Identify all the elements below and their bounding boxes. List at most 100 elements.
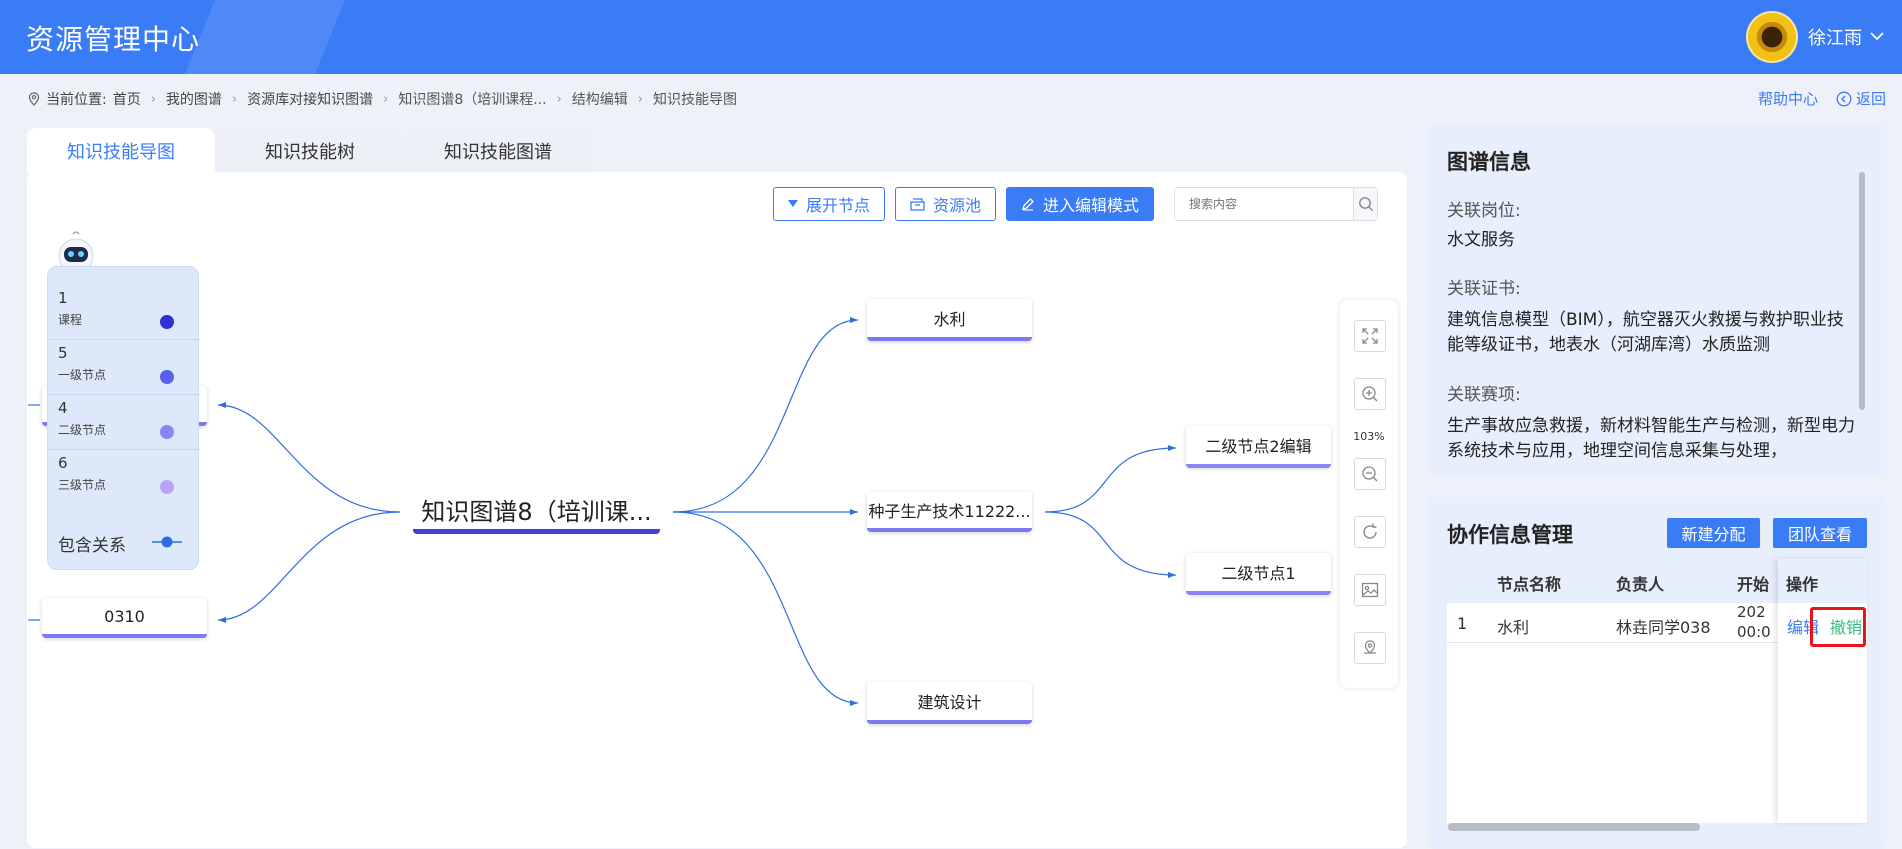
user-menu[interactable]: 徐江雨	[1746, 10, 1884, 64]
legend-course: 1 课程	[48, 289, 200, 340]
back-link[interactable]: 返回	[1836, 88, 1886, 109]
mindmap-node-level2-edit[interactable]: 二级节点2编辑	[1186, 426, 1331, 468]
mindmap-toolbar: 展开节点 资源池 进入编辑模式	[773, 187, 1379, 221]
row-owner: 林垚同学038	[1616, 618, 1711, 637]
top-header: 资源管理中心 徐江雨	[0, 0, 1902, 74]
breadcrumb-graph8[interactable]: 知识图谱8（培训课程...	[398, 92, 547, 108]
legend-relation-label: 包含关系	[58, 536, 126, 556]
chevron-right-icon: ›	[637, 91, 643, 107]
legend-level1-count: 5	[58, 344, 68, 362]
legend-divider	[48, 449, 200, 450]
mindmap-node-water[interactable]: 水利	[867, 299, 1032, 341]
resource-pool-button[interactable]: 资源池	[895, 187, 997, 221]
zoom-out-icon	[1362, 466, 1378, 482]
search-input[interactable]	[1175, 188, 1354, 220]
legend-level2-dot	[160, 425, 174, 439]
related-post-value: 水文服务	[1447, 230, 1515, 250]
legend-level3-label: 三级节点	[58, 478, 107, 492]
related-contest-label: 关联赛项:	[1447, 385, 1521, 405]
revoke-link[interactable]: 撤销	[1830, 618, 1863, 637]
fullscreen-button[interactable]	[1354, 320, 1386, 352]
back-label[interactable]: 返回	[1855, 90, 1886, 108]
table-scrollbar[interactable]	[1448, 823, 1700, 831]
breadcrumb-current: 知识技能导图	[653, 92, 737, 108]
export-image-button[interactable]	[1354, 574, 1386, 606]
expand-nodes-button[interactable]: 展开节点	[773, 187, 886, 221]
resource-pool-label: 资源池	[933, 196, 982, 215]
graph-info-title: 图谱信息	[1447, 150, 1531, 174]
tab-knowledge-tree[interactable]: 知识技能树	[217, 128, 403, 174]
mindmap-node-architecture[interactable]: 建筑设计	[867, 682, 1032, 724]
tab-knowledge-map[interactable]: 知识技能导图	[27, 128, 215, 174]
legend-level2: 4 二级节点	[48, 399, 200, 450]
legend-course-count: 1	[58, 289, 68, 307]
top-links: 帮助中心 返回	[1758, 88, 1886, 109]
zoom-in-button[interactable]	[1354, 378, 1386, 410]
mindmap-node-left-0310[interactable]: 0310	[42, 598, 207, 638]
pencil-icon	[1022, 198, 1034, 211]
breadcrumb-resource-graph[interactable]: 资源库对接知识图谱	[247, 92, 374, 108]
collab-table: 节点名称 负责人 开始 1 水利 林垚同学038 202 00:0 操作 编辑 …	[1447, 559, 1867, 823]
new-assign-button[interactable]: 新建分配	[1667, 518, 1760, 548]
mindmap-canvas[interactable]	[27, 172, 1407, 848]
col-start: 开始	[1737, 575, 1770, 594]
mindmap-node-seed-tech[interactable]: 种子生产技术11222...	[867, 492, 1032, 532]
legend-level2-count: 4	[58, 399, 68, 417]
mindmap-node-level2-1[interactable]: 二级节点1	[1186, 553, 1331, 595]
chevron-down-icon[interactable]	[1870, 29, 1884, 45]
expand-nodes-label: 展开节点	[806, 196, 871, 215]
zoom-out-button[interactable]	[1354, 458, 1386, 490]
location-icon	[28, 92, 40, 106]
relation-line-icon	[152, 536, 182, 548]
user-name[interactable]: 徐江雨	[1808, 28, 1862, 49]
col-action: 操作	[1786, 575, 1819, 594]
back-icon	[1836, 91, 1852, 106]
action-header-bg	[1778, 559, 1867, 603]
avatar[interactable]	[1746, 11, 1798, 63]
edit-mode-button[interactable]: 进入编辑模式	[1006, 187, 1155, 221]
breadcrumb-structure-edit[interactable]: 结构编辑	[571, 92, 628, 108]
caret-down-icon	[788, 200, 798, 207]
search-button[interactable]	[1353, 188, 1378, 220]
legend-course-label: 课程	[58, 313, 83, 327]
mindmap-root-node[interactable]: 知识图谱8（培训课...	[413, 490, 660, 534]
row-start-line1: 202	[1737, 603, 1766, 621]
edit-mode-label: 进入编辑模式	[1043, 196, 1140, 215]
legend-level2-label: 二级节点	[58, 423, 107, 437]
legend-course-dot	[160, 315, 174, 329]
zoom-in-icon	[1362, 386, 1378, 402]
revoke-highlight	[1810, 607, 1866, 647]
legend-level3-dot	[160, 480, 174, 494]
legend-level1: 5 一级节点	[48, 344, 200, 395]
help-center-link[interactable]: 帮助中心	[1757, 90, 1818, 108]
zoom-toolbar: 103%	[1340, 300, 1398, 688]
tab-knowledge-graph[interactable]: 知识技能图谱	[405, 128, 591, 174]
breadcrumb-home[interactable]: 首页	[112, 92, 141, 108]
team-view-button[interactable]: 团队查看	[1773, 518, 1867, 548]
breadcrumb-my-graph[interactable]: 我的图谱	[165, 92, 222, 108]
chevron-right-icon: ›	[383, 91, 389, 107]
node-legend: 1 课程 5 一级节点 4 二级节点 6 三级节点 包含关系	[47, 266, 200, 570]
related-contest-value: 生产事故应急救援，新材料智能生产与检测，新型电力系统技术与应用，地理空间信息采集…	[1447, 416, 1855, 461]
header-decor	[185, 0, 345, 74]
fullscreen-icon	[1362, 328, 1378, 344]
legend-level1-dot	[160, 370, 174, 384]
row-index: 1	[1457, 614, 1468, 633]
collab-title: 协作信息管理	[1447, 523, 1573, 547]
chevron-right-icon: ›	[231, 91, 238, 107]
reset-button[interactable]	[1354, 516, 1386, 548]
col-node-name: 节点名称	[1497, 575, 1562, 594]
image-icon	[1361, 582, 1379, 598]
legend-level3-count: 6	[58, 454, 68, 472]
archive-icon	[910, 197, 925, 211]
row-start-line2: 00:0	[1737, 623, 1771, 641]
collab-panel: 协作信息管理 新建分配 团队查看 节点名称 负责人 开始 1 水利 林垚同学03…	[1427, 497, 1887, 849]
locate-button[interactable]	[1354, 632, 1386, 664]
legend-relation: 包含关系	[58, 531, 190, 556]
col-owner: 负责人	[1616, 575, 1665, 594]
related-cert-label: 关联证书:	[1447, 279, 1521, 299]
graph-info-panel: 图谱信息 关联岗位: 水文服务 关联证书: 建筑信息模型（BIM），航空器灭火救…	[1427, 124, 1887, 476]
robot-icon[interactable]	[55, 230, 97, 276]
info-scrollbar[interactable]	[1859, 172, 1865, 410]
location-pin-icon	[1364, 640, 1376, 654]
